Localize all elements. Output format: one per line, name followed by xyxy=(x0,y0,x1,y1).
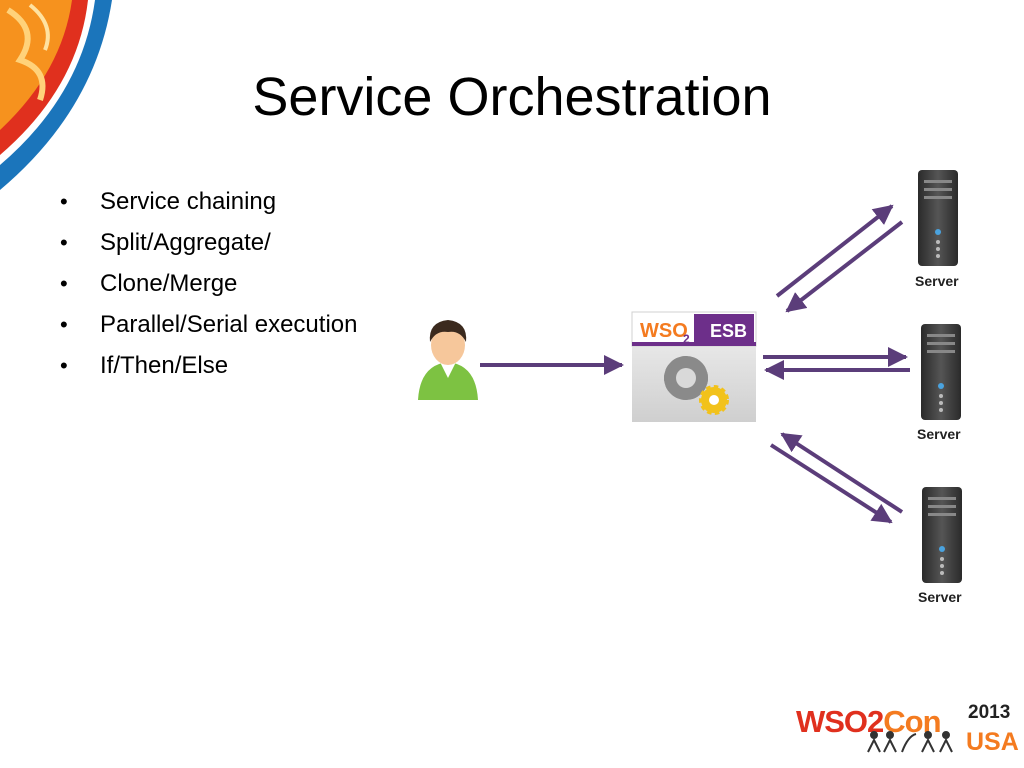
wso2con-logo: WSO2Con 2013 USA xyxy=(796,700,1019,760)
server-icon xyxy=(918,170,958,266)
conf-brand-part1: WSO2 xyxy=(796,704,884,739)
list-item: • Clone/Merge xyxy=(60,266,357,307)
server-label: Server xyxy=(915,273,959,289)
bullet-text: If/Then/Else xyxy=(100,352,229,379)
bullet-list: • Service chaining • Split/Aggregate/ • Clo… xyxy=(60,184,357,389)
list-item: • Split/Aggregate/ xyxy=(60,225,357,266)
list-item: • If/Then/Else xyxy=(60,348,357,389)
arrow-esb-to-server-3 xyxy=(769,443,893,524)
conf-brand: WSO2Con xyxy=(796,704,942,740)
bullet-text: Service chaining xyxy=(100,188,277,215)
bullet-icon: • xyxy=(60,312,68,337)
server-icon xyxy=(921,324,961,420)
server-icon xyxy=(922,487,962,583)
arrow-server-3-to-esb xyxy=(780,432,904,514)
arrow-server-1-to-esb xyxy=(785,220,904,313)
server-label: Server xyxy=(918,589,962,605)
arrow-esb-to-server-1 xyxy=(775,204,894,298)
conf-year: 2013 xyxy=(968,702,1011,723)
server-label: Server xyxy=(917,426,961,442)
bullet-text: Split/Aggregate/ xyxy=(100,229,271,256)
list-item: • Parallel/Serial execution xyxy=(60,307,357,348)
bullet-icon: • xyxy=(60,189,68,214)
list-item: • Service chaining xyxy=(60,184,357,225)
bullet-text: Parallel/Serial execution xyxy=(100,311,358,338)
bullet-icon: • xyxy=(60,353,68,378)
people-icon xyxy=(867,731,953,753)
corner-decoration xyxy=(0,0,112,190)
bullet-icon: • xyxy=(60,230,68,255)
gears-icon xyxy=(664,356,729,415)
esb-logo-subscript: 2 xyxy=(683,332,690,346)
esb-label: ESB xyxy=(710,321,747,341)
esb-component: WSO 2 ESB xyxy=(631,311,757,422)
user-icon xyxy=(418,320,478,400)
conf-location: USA xyxy=(966,728,1019,756)
bullet-text: Clone/Merge xyxy=(100,270,238,297)
bullet-icon: • xyxy=(60,271,68,296)
esb-logo-text: WSO xyxy=(640,320,688,342)
slide-title: Service Orchestration xyxy=(252,67,772,127)
